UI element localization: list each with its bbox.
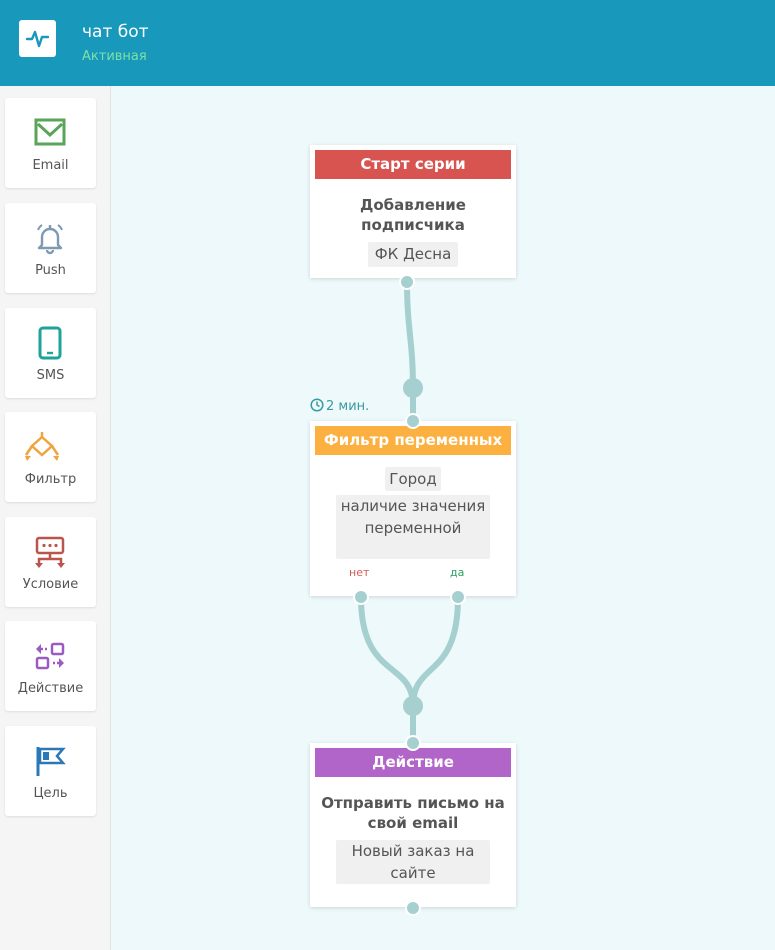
app-logo[interactable]: [19, 20, 56, 57]
tool-label: Push: [35, 263, 66, 278]
action-in-port[interactable]: [405, 735, 421, 751]
start-node-list-chip[interactable]: ФК Десна: [368, 242, 458, 267]
action-out-port[interactable]: [405, 900, 421, 916]
tool-condition[interactable]: Условие: [5, 517, 96, 607]
start-node[interactable]: Старт серии Добавление подписчика ФК Дес…: [310, 145, 516, 278]
action-icon: [35, 642, 65, 670]
merge-joint[interactable]: [403, 696, 423, 716]
filter-operator-chip[interactable]: наличие значения переменной: [336, 495, 490, 559]
tool-goal[interactable]: Цель: [5, 726, 96, 816]
tool-action[interactable]: Действие: [5, 621, 96, 711]
tool-sms[interactable]: SMS: [5, 308, 96, 398]
filter-yes-port[interactable]: [450, 589, 466, 605]
filter-in-port[interactable]: [405, 413, 421, 429]
tool-label: Цель: [33, 786, 68, 801]
bell-icon: [37, 224, 63, 255]
delay-text: 2 мин.: [326, 399, 370, 414]
filter-no-port[interactable]: [353, 589, 369, 605]
top-bar: чат бот Активная: [0, 0, 775, 86]
filter-node-header: Фильтр переменных: [315, 426, 511, 455]
flag-icon: [36, 747, 66, 776]
action-template-chip[interactable]: Новый заказ на сайте: [336, 840, 490, 884]
branch-no-label: нет: [349, 566, 370, 579]
start-node-header: Старт серии: [315, 150, 511, 179]
tool-sidebar: Email Push SMS Фильтр: [0, 86, 111, 950]
phone-icon: [38, 326, 62, 360]
tool-label: Email: [32, 158, 69, 173]
start-out-port[interactable]: [399, 274, 415, 290]
filter-variable-chip[interactable]: Город: [385, 467, 441, 491]
delay-label[interactable]: 2 мин.: [310, 398, 369, 415]
tool-label: Фильтр: [24, 472, 77, 487]
tool-filter[interactable]: Фильтр: [5, 412, 96, 502]
branch-yes-label: да: [450, 566, 465, 579]
tool-email[interactable]: Email: [5, 98, 96, 188]
envelope-icon: [34, 118, 66, 146]
campaign-status: Активная: [82, 49, 147, 64]
filter-branch-icon: [25, 432, 59, 461]
clock-icon: [310, 398, 324, 412]
tool-label: SMS: [36, 368, 65, 383]
campaign-title[interactable]: чат бот: [82, 22, 149, 42]
tool-label: Условие: [22, 577, 79, 592]
start-node-trigger: Добавление подписчика: [360, 196, 466, 234]
delay-joint[interactable]: [403, 378, 423, 398]
action-node-description: Отправить письмо на свой email: [321, 794, 505, 832]
tool-push[interactable]: Push: [5, 203, 96, 293]
action-node[interactable]: Действие Отправить письмо на свой email …: [310, 743, 516, 907]
pulse-icon: [25, 30, 50, 48]
condition-icon: [35, 536, 65, 568]
tool-label: Действие: [17, 681, 84, 696]
filter-node[interactable]: Фильтр переменных Город наличие значения…: [310, 421, 516, 596]
action-node-header: Действие: [315, 748, 511, 777]
